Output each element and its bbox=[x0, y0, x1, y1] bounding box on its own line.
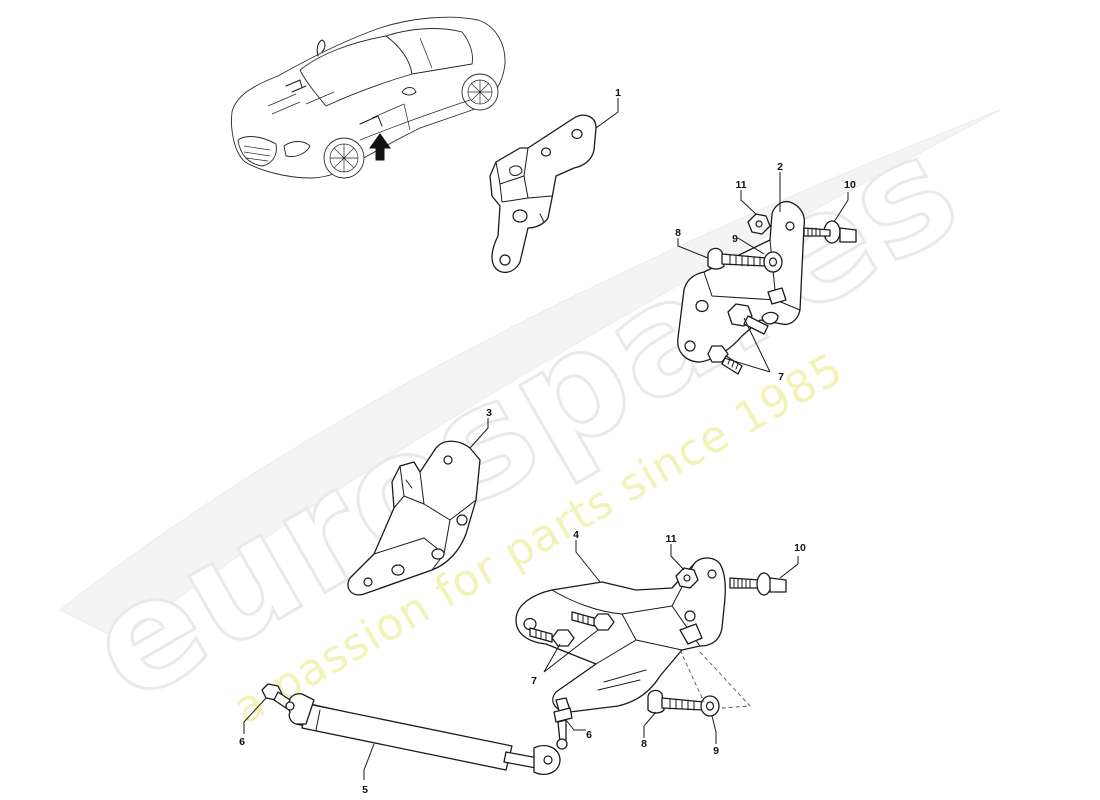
callout-9: 9 bbox=[732, 233, 738, 245]
alignment-line bbox=[679, 649, 705, 703]
part-8-bolt-lower bbox=[647, 689, 705, 714]
part-5-gas-strut bbox=[287, 693, 561, 775]
callout-6: 6 bbox=[239, 736, 245, 748]
callout-8: 8 bbox=[641, 738, 647, 750]
alignment-line bbox=[699, 651, 751, 709]
callout-11: 11 bbox=[665, 533, 676, 545]
part-10-bolt-lower bbox=[729, 572, 787, 596]
callout-6: 6 bbox=[586, 729, 592, 741]
part-1-hinge-bracket bbox=[489, 114, 597, 273]
callout-7: 7 bbox=[531, 675, 537, 687]
leader-lines bbox=[243, 98, 849, 780]
part-9-washer-upper bbox=[763, 251, 783, 273]
callout-8: 8 bbox=[675, 227, 681, 239]
part-10-bolt-upper bbox=[803, 220, 857, 244]
callout-10: 10 bbox=[844, 179, 856, 191]
callout-2: 2 bbox=[777, 161, 783, 173]
watermark-swoosh bbox=[59, 109, 1001, 641]
callout-7: 7 bbox=[778, 371, 784, 383]
callout-10: 10 bbox=[794, 542, 806, 554]
part-3-bracket bbox=[347, 440, 481, 596]
callout-5: 5 bbox=[362, 784, 368, 796]
callout-1: 1 bbox=[615, 87, 621, 99]
part-9-washer-lower bbox=[700, 695, 720, 717]
part-8-bolt-upper bbox=[707, 247, 767, 270]
callout-9: 9 bbox=[713, 745, 719, 757]
part-7-bolt-lower-a bbox=[529, 627, 575, 647]
callout-labels: 1 2 11 10 8 9 7 3 4 11 10 7 6 6 5 8 9 bbox=[239, 87, 856, 796]
arrow-up-icon bbox=[369, 133, 391, 161]
callout-3: 3 bbox=[486, 407, 492, 419]
part-7-bolt-upper-a bbox=[727, 303, 769, 335]
car-locator-illustration bbox=[231, 16, 506, 179]
callout-11: 11 bbox=[735, 179, 746, 191]
part-6-ball-stud-right bbox=[553, 697, 573, 750]
part-11-nut-lower bbox=[675, 567, 699, 589]
part-7-bolt-upper-b bbox=[707, 345, 743, 375]
callout-4: 4 bbox=[573, 529, 579, 541]
part-7-bolt-lower-b bbox=[571, 611, 615, 631]
part-6-ball-stud-left bbox=[261, 683, 295, 711]
